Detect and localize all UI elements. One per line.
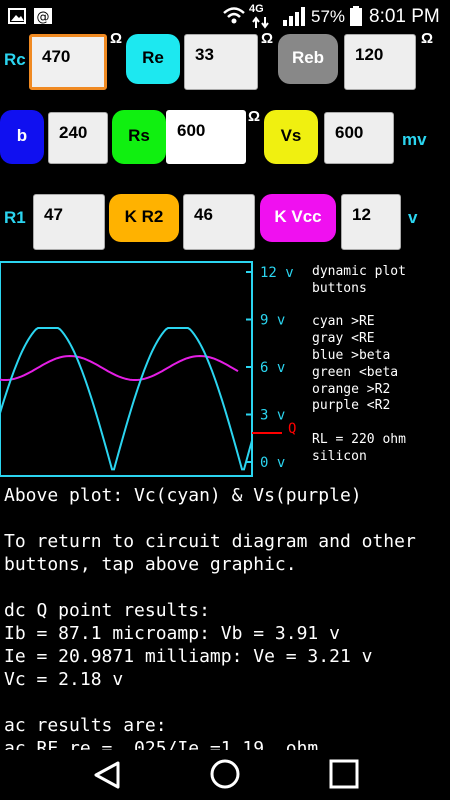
home-icon[interactable] xyxy=(209,758,241,790)
legend-line: dynamic plot xyxy=(312,264,406,279)
k-vcc-button[interactable]: K Vcc xyxy=(260,194,336,242)
network-type: 4G xyxy=(249,3,264,15)
data-arrows-icon xyxy=(252,16,269,29)
legend-line: purple <R2 xyxy=(312,398,391,414)
rs-input[interactable]: 600 xyxy=(166,110,246,164)
legend-line: RL = 220 ohm xyxy=(312,431,406,447)
results-line xyxy=(4,507,448,530)
tick-label: 6 v xyxy=(260,360,285,376)
navigation-bar xyxy=(0,750,450,800)
wifi-icon xyxy=(223,7,245,24)
vcc-unit-label: v xyxy=(408,208,418,227)
legend-line: green <beta xyxy=(312,364,399,380)
recents-icon[interactable] xyxy=(329,759,359,789)
dynamic-plot[interactable]: 12 v 9 v 6 v 3 v 0 v Q xyxy=(0,258,310,484)
legend-line xyxy=(312,415,448,432)
clock: 8:01 PM xyxy=(369,6,440,27)
rc-ohm-unit: Ω xyxy=(110,30,123,47)
legend-line: silicon xyxy=(312,448,367,464)
vs-curve xyxy=(0,354,239,381)
results-line: Vc = 2.18 v xyxy=(4,669,124,690)
results-line xyxy=(4,576,448,599)
rs-button[interactable]: Rs xyxy=(112,110,166,164)
re-ohm-unit: Ω xyxy=(261,30,274,47)
r1-input[interactable]: 47 xyxy=(33,194,105,250)
status-bar: @ 4G 57% 8:01 PM xyxy=(0,0,450,34)
results-line: dc Q point results: xyxy=(4,600,210,621)
k-r2-input[interactable]: 46 xyxy=(183,194,255,250)
results-line: Ib = 87.1 microamp: Vb = 3.91 v xyxy=(4,623,340,644)
legend-line: cyan >RE xyxy=(312,314,375,330)
b-input[interactable]: 240 xyxy=(48,112,108,164)
reb-button[interactable]: Reb xyxy=(278,34,338,84)
r1-label: R1 xyxy=(4,208,26,227)
b-button[interactable]: b xyxy=(0,110,44,164)
rc-input[interactable]: 470 xyxy=(29,34,107,90)
tick-label: 3 v xyxy=(260,408,285,424)
legend-line: orange >R2 xyxy=(312,381,391,397)
k-r2-button[interactable]: K R2 xyxy=(109,194,179,242)
gallery-icon xyxy=(8,8,26,24)
battery-percent: 57% xyxy=(311,7,346,26)
q-point-label: Q xyxy=(288,421,296,437)
results-line: To return to circuit diagram and other xyxy=(4,531,416,552)
signal-icon xyxy=(283,7,305,26)
results-line: ac RE re = .025/Ie =1.19 ohm xyxy=(4,738,319,750)
k-vcc-input[interactable]: 12 xyxy=(341,194,401,250)
legend-line: gray <RE xyxy=(312,331,375,347)
tick-label: 9 v xyxy=(260,313,285,329)
reb-input[interactable]: 120 xyxy=(344,34,416,90)
re-button[interactable]: Re xyxy=(126,34,180,84)
svg-text:@: @ xyxy=(37,10,50,25)
rc-label: Rc xyxy=(4,50,26,69)
vs-input[interactable]: 600 xyxy=(324,112,394,164)
results-line xyxy=(4,691,448,714)
rs-ohm-unit: Ω xyxy=(248,108,261,125)
legend-line: blue >beta xyxy=(312,347,391,363)
legend-line xyxy=(312,298,448,315)
results-line: Above plot: Vc(cyan) & Vs(purple) xyxy=(4,485,362,506)
at-icon: @ xyxy=(34,8,52,25)
results-line: ac results are: xyxy=(4,715,167,736)
results-line: Ie = 20.9871 milliamp: Ve = 3.21 v xyxy=(4,646,373,667)
back-icon[interactable] xyxy=(92,760,122,790)
legend-line: buttons xyxy=(312,280,367,296)
plot-frame xyxy=(0,261,253,477)
tick-label: 0 v xyxy=(260,455,285,471)
re-input[interactable]: 33 xyxy=(184,34,258,90)
reb-ohm-unit: Ω xyxy=(421,30,434,47)
vs-unit-label: mv xyxy=(402,130,427,149)
battery-icon xyxy=(350,6,362,26)
plot-ticks: 12 v 9 v 6 v 3 v 0 v xyxy=(246,265,294,471)
results-text: Above plot: Vc(cyan) & Vs(purple) To ret… xyxy=(4,484,448,750)
results-line: buttons, tap above graphic. xyxy=(4,554,297,575)
vs-button[interactable]: Vs xyxy=(264,110,318,164)
vc-curve xyxy=(0,327,253,471)
tick-label: 12 v xyxy=(260,265,294,281)
